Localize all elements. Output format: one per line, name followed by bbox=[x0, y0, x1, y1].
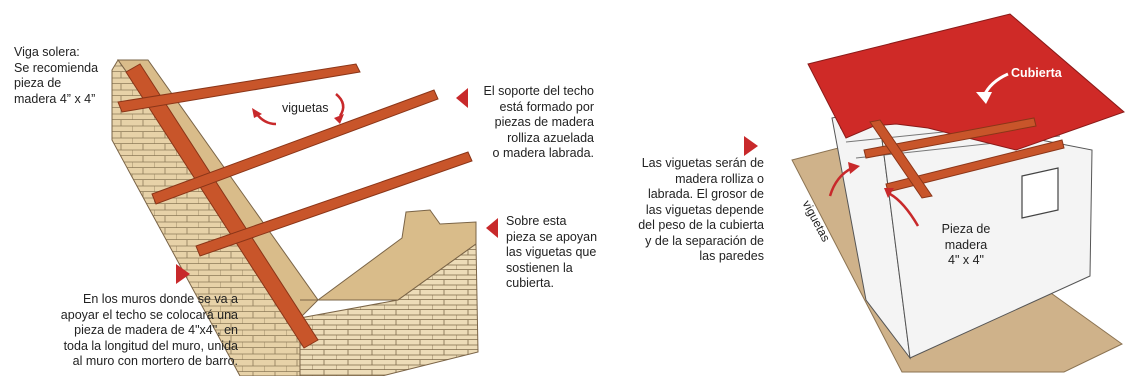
viga-solera bbox=[125, 63, 319, 349]
muros-line: al muro con mortero de barro. bbox=[72, 354, 238, 368]
wall2-front bbox=[299, 243, 479, 376]
viga-line: Se recomienda bbox=[14, 60, 99, 75]
desc-line: Las viguetas serán de bbox=[641, 156, 764, 170]
desc-line: labrada. El grosor de bbox=[647, 187, 764, 201]
sobre-line: sostienen la bbox=[506, 260, 573, 275]
desc-line: madera rolliza o bbox=[675, 171, 764, 186]
sobre-line: pieza se apoyan bbox=[506, 229, 598, 244]
pieza-text: Pieza de madera 4" x 4" bbox=[926, 222, 1006, 269]
sobre-esta-text: Sobre esta pieza se apoyan las viguetas … bbox=[506, 214, 597, 292]
sobre-line: cubierta. bbox=[506, 276, 554, 290]
soporte-text: El soporte del techo está formado por pi… bbox=[464, 84, 595, 162]
desc-line: las viguetas depende bbox=[645, 202, 764, 217]
pointer-muros bbox=[176, 264, 190, 284]
arrow-viguetas-head bbox=[848, 162, 860, 174]
vigueta-2 bbox=[151, 89, 439, 205]
house-vigueta-1 bbox=[863, 117, 1037, 159]
pieza-line: 4" x 4" bbox=[948, 253, 984, 267]
soporte-line: o madera labrada. bbox=[492, 146, 594, 160]
wall-side-face bbox=[111, 59, 301, 376]
muros-text: En los muros donde se va a apoyar el tec… bbox=[14, 292, 238, 370]
arrow-pieza-head bbox=[884, 188, 894, 198]
house-pieza bbox=[869, 119, 933, 199]
soporte-line: rolliza azuelada bbox=[507, 130, 594, 145]
pointer-sobre bbox=[486, 218, 498, 238]
viga-line: madera 4” x 4” bbox=[14, 91, 96, 106]
pointer-viguetas-desc bbox=[744, 136, 758, 156]
roof-cover bbox=[807, 13, 1125, 151]
viga-line: pieza de bbox=[14, 76, 62, 90]
muros-line: toda la longitud del muro, unida bbox=[63, 338, 238, 353]
soporte-line: está formado por bbox=[499, 99, 595, 114]
viguetas-label: viguetas bbox=[282, 101, 329, 115]
viga-line: Viga solera: bbox=[14, 45, 80, 59]
pieza-line: madera bbox=[944, 237, 988, 252]
vigueta-1 bbox=[117, 63, 361, 113]
house-window bbox=[1021, 167, 1059, 219]
curved-arrow-right-head bbox=[334, 114, 344, 124]
sobre-line: Sobre esta bbox=[506, 214, 567, 228]
desc-line: y de la separación de bbox=[645, 233, 764, 248]
soporte-line: El soporte del techo bbox=[483, 84, 595, 98]
pointer-soporte bbox=[456, 88, 468, 108]
soporte-line: piezas de madera bbox=[494, 115, 594, 129]
muros-line: apoyar el techo se colocará una bbox=[60, 307, 238, 322]
vigueta-3 bbox=[195, 151, 473, 257]
arrow-pieza bbox=[889, 192, 920, 227]
desc-line: del peso de la cubierta bbox=[638, 218, 764, 232]
pieza-line: Pieza de bbox=[941, 222, 991, 236]
viguetas-desc-text: Las viguetas serán de madera rolliza o l… bbox=[616, 156, 764, 265]
curved-arrow-left-head bbox=[252, 108, 262, 118]
cubierta-label: Cubierta bbox=[1011, 66, 1062, 80]
muros-line: En los muros donde se va a bbox=[83, 292, 238, 306]
muros-line: pieza de madera de 4"x4", en bbox=[74, 323, 238, 337]
sobre-line: las viguetas que bbox=[506, 245, 597, 259]
roof-arrow-head bbox=[976, 92, 992, 104]
curved-arrow-right bbox=[335, 93, 345, 117]
desc-line: las paredes bbox=[699, 249, 764, 263]
viga-solera-text: Viga solera: Se recomienda pieza de made… bbox=[14, 45, 98, 107]
